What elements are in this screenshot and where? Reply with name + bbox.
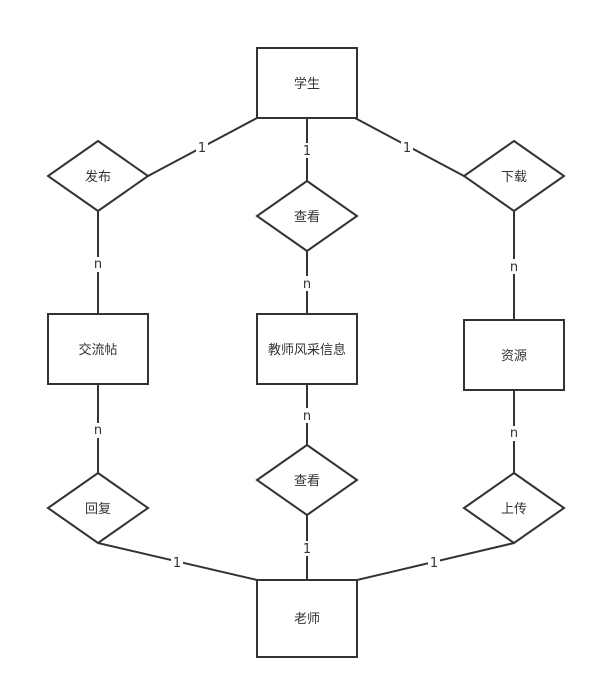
entity-teacher-info-label: 教师风采信息: [268, 342, 346, 358]
entity-resource-label: 资源: [501, 349, 527, 364]
entity-post-label: 交流帖: [78, 342, 117, 358]
card-view-teacher: 1: [303, 542, 311, 557]
entity-teacher-info[interactable]: 教师风采信息: [256, 313, 358, 385]
entity-post[interactable]: 交流帖: [47, 313, 149, 385]
entity-resource[interactable]: 资源: [463, 319, 565, 391]
card-student-download: 1: [403, 141, 411, 156]
card-view-teacher-info: n: [303, 277, 311, 292]
entity-teacher-label: 老师: [294, 612, 320, 627]
card-resource-upload: n: [510, 426, 518, 441]
relation-publish-label: 发布: [85, 169, 111, 185]
cardinality-labels: 1 1 1 n n n n n n 1 1 1: [92, 140, 520, 571]
relation-view-bottom-label: 查看: [294, 473, 320, 489]
entity-student-label: 学生: [294, 76, 320, 92]
card-reply-teacher: 1: [173, 556, 181, 571]
relation-view-bottom[interactable]: 查看: [255, 443, 359, 517]
card-student-view: 1: [303, 144, 311, 159]
relation-upload[interactable]: 上传: [462, 471, 566, 545]
relation-view-top-label: 查看: [294, 209, 320, 225]
entity-teacher[interactable]: 老师: [256, 579, 358, 658]
relation-reply[interactable]: 回复: [46, 471, 150, 545]
relation-download-label: 下载: [501, 170, 527, 185]
card-download-resource: n: [510, 260, 518, 275]
relation-reply-label: 回复: [85, 502, 111, 517]
card-upload-teacher: 1: [430, 556, 438, 571]
card-publish-post: n: [94, 257, 102, 272]
entity-student[interactable]: 学生: [256, 47, 358, 119]
card-teacher-info-view: n: [303, 409, 311, 424]
card-student-publish: 1: [198, 141, 206, 156]
relation-publish[interactable]: 发布: [46, 139, 150, 213]
relation-view-top[interactable]: 查看: [255, 179, 359, 253]
relation-upload-label: 上传: [501, 502, 527, 517]
card-post-reply: n: [94, 423, 102, 438]
relation-download[interactable]: 下载: [462, 139, 566, 213]
